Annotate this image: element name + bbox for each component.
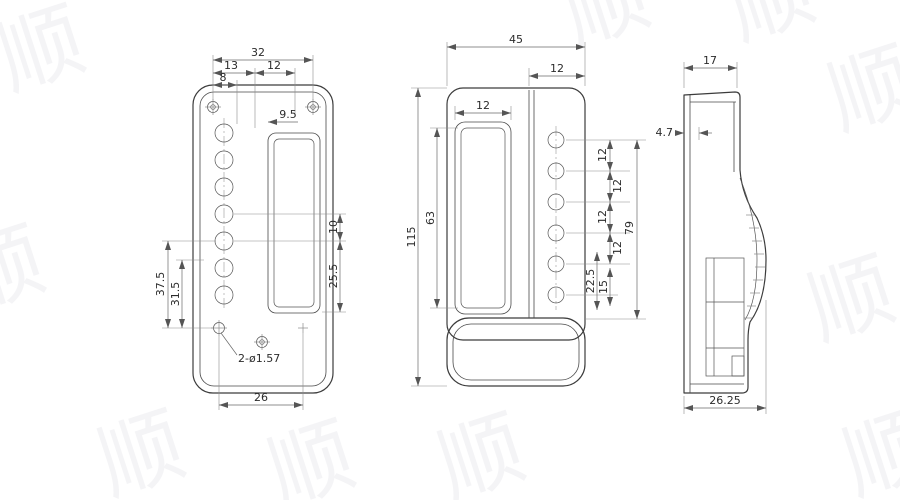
top-view: 45 12 12 63 115 12 12 12 12 79 22.5 15 xyxy=(405,33,646,387)
dim-label-79: 79 xyxy=(623,221,636,235)
dim-label-chain-12-3: 12 xyxy=(596,210,609,224)
dim-label-12: 12 xyxy=(267,59,281,72)
front-view: 32 13 12 8 9.5 37.5 31.5 10 25.5 2-ø1.57… xyxy=(154,46,346,410)
front-view-outline xyxy=(192,84,334,394)
front-dimensions: 32 13 12 8 9.5 37.5 31.5 10 25.5 2-ø1.57… xyxy=(154,46,343,408)
dim-label-4-7: 4.7 xyxy=(656,126,674,139)
dim-label-115: 115 xyxy=(405,227,418,248)
top-hole-column xyxy=(547,126,565,310)
dim-label-22-5: 22.5 xyxy=(584,269,597,294)
front-bottom-features xyxy=(211,320,308,350)
watermark-glyph: 顺 xyxy=(816,30,900,149)
side-dimensions: 17 4.7 26.25 xyxy=(656,54,766,411)
dim-label-45: 45 xyxy=(509,33,523,46)
dim-label-12-slot: 12 xyxy=(476,99,490,112)
dim-label-26: 26 xyxy=(254,391,268,404)
dim-label-17: 17 xyxy=(703,54,717,67)
dim-label-15: 15 xyxy=(597,280,610,294)
front-hole-column xyxy=(214,118,234,310)
watermark-glyph: 顺 xyxy=(86,395,196,500)
side-extension-lines xyxy=(683,62,767,414)
watermark-glyph: 顺 xyxy=(426,398,536,500)
dim-label-2-holes: 2-ø1.57 xyxy=(238,352,280,365)
dim-label-12-right: 12 xyxy=(550,62,564,75)
dim-label-31-5: 31.5 xyxy=(169,282,182,307)
dim-label-chain-12-4: 12 xyxy=(611,241,624,255)
dim-label-63: 63 xyxy=(424,211,437,225)
dim-label-8: 8 xyxy=(220,71,227,84)
side-view-outline xyxy=(683,91,767,394)
dim-label-37-5: 37.5 xyxy=(154,272,167,297)
dim-label-26-25: 26.25 xyxy=(709,394,741,407)
dim-label-9-5: 9.5 xyxy=(279,108,297,121)
front-screw-boss-top-left xyxy=(205,99,221,115)
watermark-glyph: 顺 xyxy=(796,240,900,359)
front-screw-boss-top-right xyxy=(305,99,321,115)
watermark-glyph: 顺 xyxy=(716,0,826,59)
watermark-glyph: 顺 xyxy=(256,405,366,500)
front-slot xyxy=(267,132,321,314)
side-grip-serrations xyxy=(744,214,765,319)
watermark-glyph: 顺 xyxy=(0,210,56,329)
dim-label-13: 13 xyxy=(224,59,238,72)
watermark-glyph: 顺 xyxy=(551,0,661,64)
top-slot xyxy=(454,121,512,315)
side-view: 17 4.7 26.25 xyxy=(656,54,767,414)
top-extension-lines xyxy=(411,42,646,387)
side-inner-pocket xyxy=(705,257,745,377)
dim-label-25-5: 25.5 xyxy=(327,264,340,289)
front-extension-lines xyxy=(162,55,346,410)
dim-label-10: 10 xyxy=(327,220,340,234)
watermark-glyph: 顺 xyxy=(0,0,96,109)
top-view-outline xyxy=(446,87,586,387)
watermark-glyph: 顺 xyxy=(831,395,900,500)
top-dimensions: 45 12 12 63 115 12 12 12 12 79 22.5 15 xyxy=(405,33,640,386)
dim-label-32: 32 xyxy=(251,46,265,59)
dim-label-chain-12-2: 12 xyxy=(611,179,624,193)
dim-label-chain-12-1: 12 xyxy=(596,148,609,162)
